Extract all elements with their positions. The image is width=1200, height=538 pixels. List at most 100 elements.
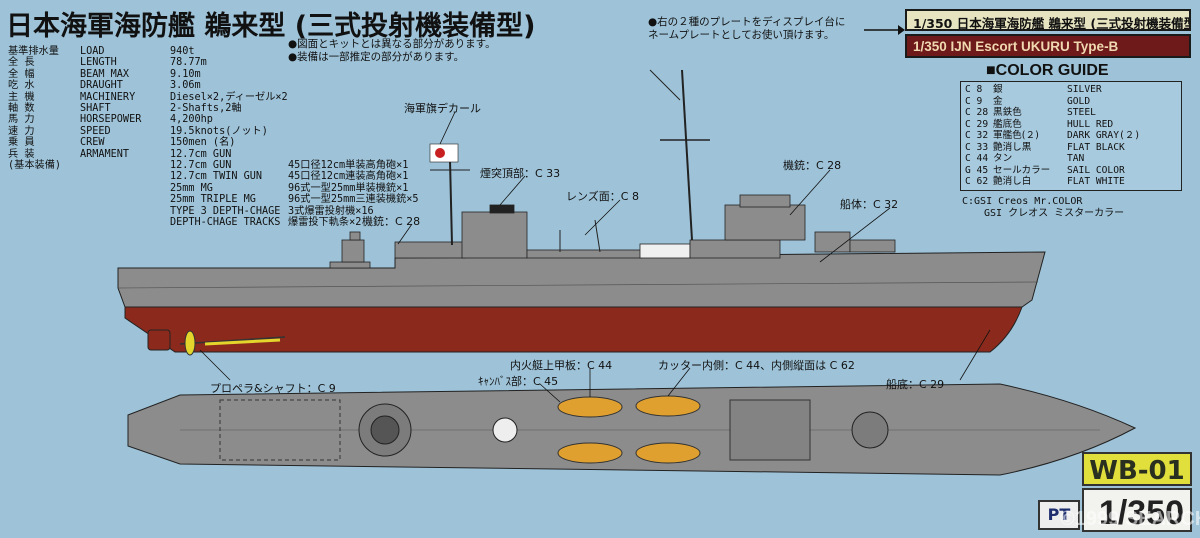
spec-row: 吃 水 DRAUGHT 3.06m xyxy=(8,80,419,91)
spec-jp: 吃 水 xyxy=(8,80,35,92)
armament-en: DEPTH-CHAGE TRACKS xyxy=(170,217,281,229)
page-title: 日本海軍海防艦 鵜来型 (三式投射機装備型) xyxy=(6,11,536,42)
color-code: C 44 xyxy=(965,153,989,164)
label-cutter: カッター内側：C 44、内側縦面は C 62 xyxy=(658,359,855,372)
label-lens: レンズ面：C 8 xyxy=(566,190,639,203)
color-en: DARK GRAY(２) xyxy=(1067,130,1141,141)
spec-jp: 乗 員 xyxy=(8,137,35,149)
color-en: TAN xyxy=(1067,153,1085,164)
color-en: HULL RED xyxy=(1067,118,1114,130)
badge-code: WB-01 xyxy=(1082,452,1192,486)
armament-jp: 96式一型25mm三連装機銃×5 xyxy=(288,194,419,206)
color-jp: タン xyxy=(993,153,1013,164)
armament-jp: 3式爆雷投射機×16 xyxy=(288,205,374,217)
armament-row: DEPTH-CHAGE TRACKS 爆雷投下軌条×2 xyxy=(8,217,419,228)
label-hull: 船体：C 32 xyxy=(840,198,899,211)
color-jp: 軍艦色(２) xyxy=(993,130,1039,141)
color-en: STEEL xyxy=(1067,107,1096,118)
plate-note: ●右の２種のプレートをディスプレイ台に ネームプレートとしてお使い頂けます。 xyxy=(648,16,845,42)
spec-jp: 軸 数 xyxy=(8,103,35,115)
notes: ●図面とキットとは異なる部分があります。 ●装備は一部推定の部分があります。 xyxy=(288,38,496,64)
label-propeller: プロペラ&シャフト：C 9 xyxy=(210,382,336,395)
badge-scale: 1/350 xyxy=(1082,488,1192,532)
color-code: C 9 xyxy=(965,95,983,107)
color-code: C 32 xyxy=(965,130,989,141)
color-en: GOLD xyxy=(1067,95,1091,107)
color-guide-footnote: C:GSI Creos Mr.COLOR GSI クレオス ミスターカラー xyxy=(962,196,1124,219)
spec-val: 3.06m xyxy=(170,80,201,92)
color-row: C 44 タン TAN xyxy=(965,153,1177,165)
spec-val: 9.10m xyxy=(170,68,201,80)
armament-row: 25mm MG 96式一型25mm単装機銃×1 xyxy=(8,183,419,194)
color-foot-line-1: C:GSI Creos Mr.COLOR xyxy=(962,196,1083,207)
label-bottom: 船底：C 29 xyxy=(886,378,945,391)
spec-jp: 主 機 xyxy=(8,91,35,103)
leader-lines xyxy=(199,111,991,403)
hull-side-view xyxy=(117,251,1046,356)
color-code: C 8 xyxy=(965,84,983,95)
color-jp: 艶消し黒 xyxy=(993,141,1032,153)
spec-en: LENGTH xyxy=(80,57,117,69)
spec-en: ARMAMENT xyxy=(80,148,130,160)
spec-jp: 速 力 xyxy=(8,125,35,137)
armament-lead: (基本装備) xyxy=(8,160,62,172)
label-mg-left: 機銃：C 28 xyxy=(362,215,421,228)
spec-jp: 基準排水量 xyxy=(8,46,59,57)
spec-val: 4,200hp xyxy=(170,114,213,126)
label-mg-right: 機銃：C 28 xyxy=(783,159,842,172)
spec-val: 78.77m xyxy=(170,57,207,69)
naval-flag-icon xyxy=(429,143,459,163)
arrow-right-icon xyxy=(864,25,905,35)
spec-en: CREW xyxy=(80,137,105,149)
color-row: C 9 金 GOLD xyxy=(965,96,1177,108)
name-plate-japanese: 1/350 日本海軍海防艦 鵜来型 (三式投射機装備型) xyxy=(905,9,1191,31)
color-row: C 29 艦底色 HULL RED xyxy=(965,119,1177,131)
spec-en: DRAUGHT xyxy=(80,80,123,92)
color-jp: 艶消し白 xyxy=(993,176,1032,187)
watermark: ©1999 SEARCH xyxy=(1060,508,1200,530)
color-code: C 33 xyxy=(965,141,989,153)
color-en: FLAT WHITE xyxy=(1067,176,1125,187)
color-code: C 62 xyxy=(965,176,989,187)
spec-jp: 馬 力 xyxy=(8,114,35,126)
spec-en: SPEED xyxy=(80,125,111,137)
spec-en: BEAM MAX xyxy=(80,68,130,80)
spec-val: 19.5knots(ノット) xyxy=(170,125,268,137)
armament-jp: 45口径12cm連装高角砲×1 xyxy=(288,171,409,183)
spec-val: Diesel×2,ディーゼル×2 xyxy=(170,91,288,103)
color-jp: 艦底色 xyxy=(993,118,1022,130)
armament-jp: 96式一型25mm単装機銃×1 xyxy=(288,182,409,194)
label-funnel: 煙突頂部：C 33 xyxy=(480,167,561,180)
hull-top-view xyxy=(127,383,1137,476)
color-jp: 金 xyxy=(993,95,1003,107)
note-1: ●図面とキットとは異なる部分があります。 xyxy=(288,38,496,50)
note-2: ●装備は一部推定の部分があります。 xyxy=(288,51,465,63)
label-canvas: ｷｬﾝﾊﾞｽ部：C 45 xyxy=(478,375,559,388)
spec-val: 12.7cm GUN xyxy=(170,148,232,160)
label-flag: 海軍旗デカール xyxy=(404,102,481,115)
color-code: C 29 xyxy=(965,118,989,130)
armament-en: 12.7cm GUN xyxy=(170,160,232,172)
pt-logo: PT xyxy=(1038,500,1080,530)
armament-en: 25mm MG xyxy=(170,182,213,194)
name-plate-english: 1/350 IJN Escort UKURU Type-B xyxy=(905,34,1191,58)
armament-jp: 爆雷投下軌条×2 xyxy=(288,217,362,229)
color-jp: 銀 xyxy=(993,84,1003,95)
color-jp: セールカラー xyxy=(993,164,1051,176)
color-row: C 62 艶消し白 FLAT WHITE xyxy=(965,176,1177,188)
spec-en: LOAD xyxy=(80,46,105,57)
